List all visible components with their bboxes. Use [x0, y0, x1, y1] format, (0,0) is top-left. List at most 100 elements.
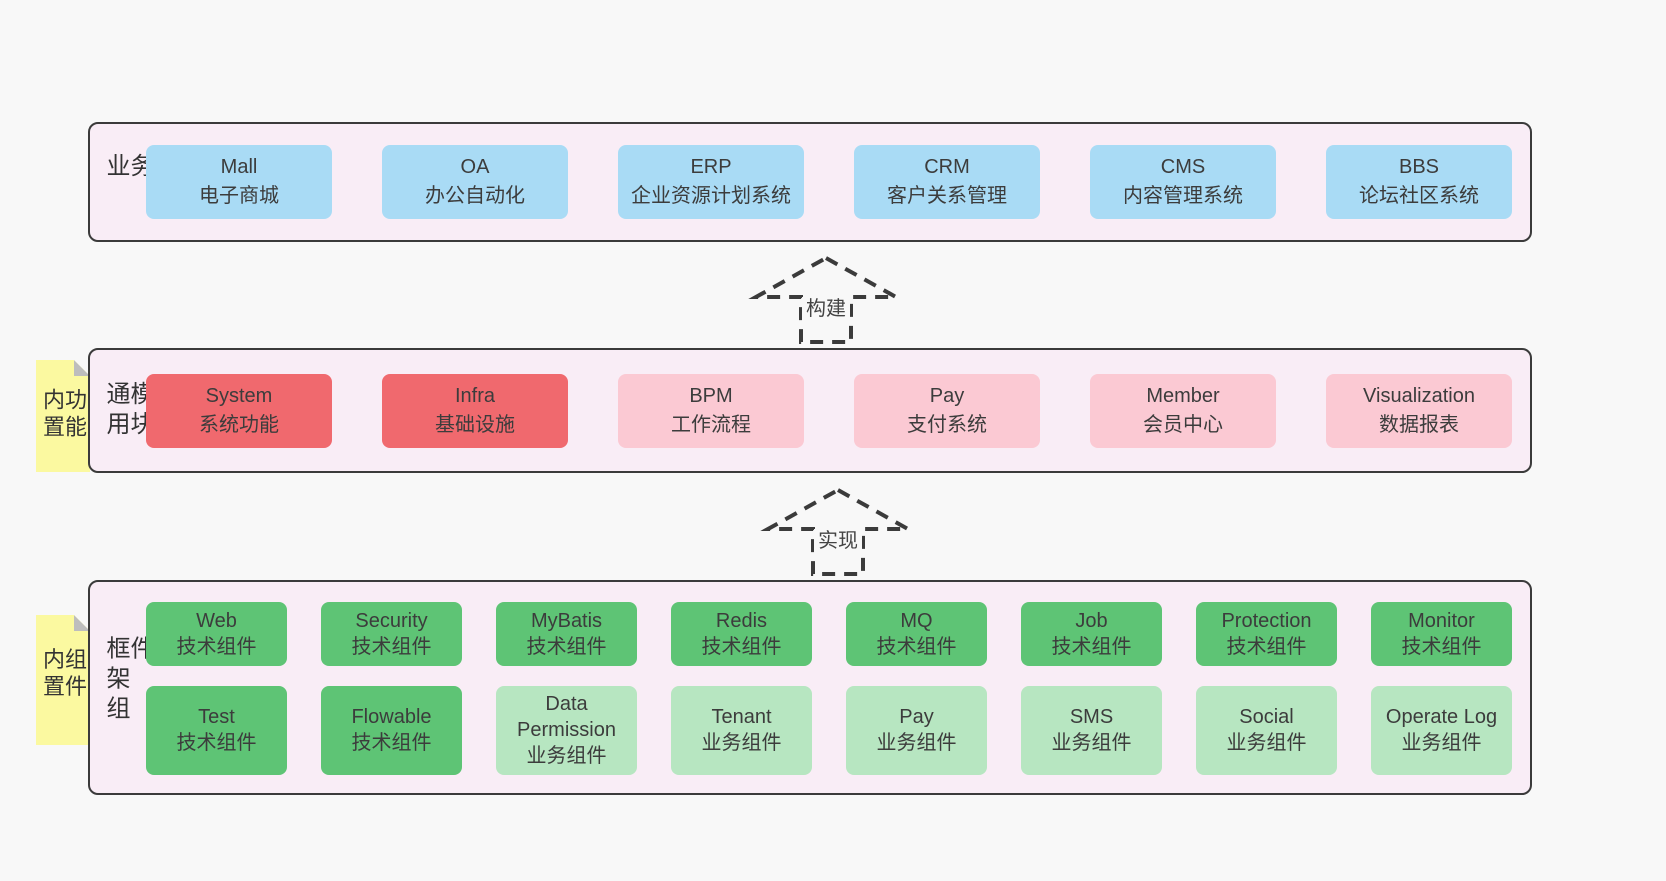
box-desc: 技术组件	[1226, 635, 1307, 658]
box-name: CRM	[924, 156, 970, 178]
box-name: System	[205, 384, 273, 407]
box-name: SMS	[1069, 706, 1114, 729]
box-desc: 支付系统	[907, 413, 987, 436]
box-name: Web	[196, 609, 237, 632]
box-infra: Infra 基础设施	[382, 373, 568, 448]
box-pay-component: Pay 业务组件	[846, 685, 987, 775]
box-desc: 技术组件	[701, 635, 782, 658]
box-desc: 技术组件	[876, 635, 957, 658]
box-desc: 工作流程	[671, 413, 751, 436]
box-desc: 客户关系管理	[887, 185, 1007, 207]
box-test: Test 技术组件	[146, 685, 287, 775]
sticky-built-in-features-label: 内置功能	[40, 388, 87, 442]
box-visualization: Visualization 数据报表	[1326, 373, 1512, 448]
box-name: Flowable	[351, 706, 432, 729]
box-name: Pay	[899, 706, 934, 729]
box-protection: Protection 技术组件	[1196, 602, 1337, 666]
box-social: Social 业务组件	[1196, 685, 1337, 775]
box-desc: 基础设施	[435, 413, 515, 436]
box-name: CMS	[1160, 156, 1206, 178]
box-flowable: Flowable 技术组件	[321, 685, 462, 775]
box-name: Job	[1075, 609, 1108, 632]
arrow-implement-icon: 实现	[758, 486, 918, 578]
box-cms: CMS 内容管理系统	[1090, 145, 1276, 219]
box-name: MyBatis	[530, 609, 603, 632]
section-framework-components: 框架组件 Web 技术组件 Security 技术组件 MyBatis 技术组件…	[88, 580, 1532, 795]
box-name: BBS	[1398, 156, 1440, 178]
box-desc: 业务组件	[701, 732, 782, 755]
box-mall: Mall 电子商城	[146, 145, 332, 219]
box-desc: 业务组件	[1401, 732, 1482, 755]
box-web: Web 技术组件	[146, 602, 287, 666]
box-desc: 电子商城	[199, 185, 279, 207]
box-name: OA	[460, 156, 490, 178]
box-data-permission: Data Permission 业务组件	[496, 685, 637, 775]
box-crm: CRM 客户关系管理	[854, 145, 1040, 219]
box-desc: 技术组件	[526, 635, 607, 658]
box-erp: ERP 企业资源计划系统	[618, 145, 804, 219]
box-operate-log: Operate Log 业务组件	[1371, 685, 1512, 775]
box-mybatis: MyBatis 技术组件	[496, 602, 637, 666]
box-desc: 技术组件	[1401, 635, 1482, 658]
sticky-built-in-components: 内置组件	[36, 615, 90, 745]
box-name: BPM	[689, 384, 733, 407]
box-desc: 技术组件	[176, 732, 257, 755]
box-monitor: Monitor 技术组件	[1371, 602, 1512, 666]
box-pay-module: Pay 支付系统	[854, 373, 1040, 448]
box-desc: 技术组件	[351, 732, 432, 755]
box-bpm: BPM 工作流程	[618, 373, 804, 448]
modules-box-row: System 系统功能 Infra 基础设施 BPM 工作流程 Pay 支付系统…	[146, 373, 1512, 448]
box-desc: 技术组件	[176, 635, 257, 658]
box-name: Operate Log	[1385, 706, 1498, 729]
box-name: Monitor	[1408, 609, 1475, 632]
section-business-systems: 业务系统 Mall 电子商城 OA 办公自动化 ERP 企业资源计划系统 CRM…	[88, 122, 1532, 242]
box-name: Redis	[715, 609, 768, 632]
box-desc: 论坛社区系统	[1359, 185, 1479, 207]
box-desc: 办公自动化	[425, 185, 525, 207]
box-name: ERP	[690, 156, 732, 178]
box-system: System 系统功能	[146, 373, 332, 448]
box-name: Test	[198, 706, 235, 729]
box-name: Protection	[1221, 609, 1312, 632]
box-bbs: BBS 论坛社区系统	[1326, 145, 1512, 219]
sticky-built-in-features: 内置功能	[36, 360, 90, 472]
box-job: Job 技术组件	[1021, 602, 1162, 666]
box-name: Mall	[220, 156, 258, 178]
box-mq: MQ 技术组件	[846, 602, 987, 666]
box-member: Member 会员中心	[1090, 373, 1276, 448]
box-desc: 技术组件	[351, 635, 432, 658]
box-name: MQ	[900, 609, 933, 632]
section-label-common-modules: 通用模块	[102, 380, 153, 441]
section-common-modules: 通用模块 System 系统功能 Infra 基础设施 BPM 工作流程 Pay…	[88, 348, 1532, 473]
box-desc: 技术组件	[1051, 635, 1132, 658]
framework-grid: Web 技术组件 Security 技术组件 MyBatis 技术组件 Redi…	[146, 602, 1512, 775]
box-oa: OA 办公自动化	[382, 145, 568, 219]
section-label-framework-components: 框架组件	[102, 634, 153, 725]
box-desc: 系统功能	[199, 413, 279, 436]
box-desc: 数据报表	[1379, 413, 1459, 436]
arrow-build-icon: 构建	[746, 254, 906, 346]
arrow-build-label: 构建	[802, 297, 850, 321]
box-security: Security 技术组件	[321, 602, 462, 666]
sticky-built-in-components-label: 内置组件	[40, 647, 87, 702]
box-name: Visualization	[1363, 384, 1475, 407]
arrow-implement-label: 实现	[814, 529, 862, 553]
box-name: Infra	[454, 384, 496, 407]
box-name: Security	[355, 609, 428, 632]
box-name: Data Permission	[517, 693, 616, 742]
box-desc: 业务组件	[1226, 732, 1307, 755]
box-name: Social	[1239, 706, 1294, 729]
box-desc: 会员中心	[1143, 413, 1223, 436]
box-desc: 业务组件	[1051, 732, 1132, 755]
box-redis: Redis 技术组件	[671, 602, 812, 666]
box-desc: 业务组件	[526, 745, 607, 768]
box-desc: 内容管理系统	[1123, 185, 1243, 207]
box-name: Pay	[929, 384, 965, 407]
box-sms: SMS 业务组件	[1021, 685, 1162, 775]
box-name: Member	[1146, 384, 1220, 407]
box-desc: 企业资源计划系统	[631, 185, 791, 207]
business-box-row: Mall 电子商城 OA 办公自动化 ERP 企业资源计划系统 CRM 客户关系…	[146, 145, 1512, 219]
box-desc: 业务组件	[876, 732, 957, 755]
box-name: Tenant	[711, 706, 772, 729]
